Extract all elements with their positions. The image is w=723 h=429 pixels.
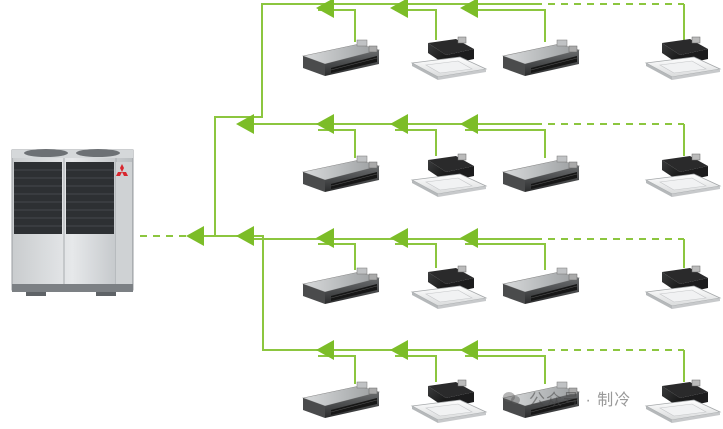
cassette-indoor-unit bbox=[411, 153, 487, 198]
outdoor-unit bbox=[11, 149, 134, 296]
branch-arrow bbox=[390, 340, 408, 360]
cassette-indoor-unit bbox=[645, 265, 721, 310]
branch-arrow bbox=[316, 0, 334, 18]
branch-row-1 bbox=[262, 0, 721, 81]
mitsubishi-logo-icon bbox=[116, 164, 128, 176]
watermark-text: 公众号 · 制冷 bbox=[529, 392, 632, 409]
cassette-indoor-unit bbox=[411, 36, 487, 81]
branch-arrow bbox=[460, 228, 478, 248]
ducted-indoor-unit bbox=[502, 39, 580, 77]
branch-arrow bbox=[460, 114, 478, 134]
ducted-indoor-unit bbox=[302, 39, 380, 77]
cassette-indoor-unit bbox=[411, 265, 487, 310]
branch-row-2 bbox=[262, 114, 721, 198]
branch-arrow bbox=[460, 340, 478, 360]
branch-arrow bbox=[316, 114, 334, 134]
branch-row-4 bbox=[262, 340, 721, 424]
branch-arrow bbox=[236, 226, 254, 246]
ducted-indoor-unit bbox=[502, 267, 580, 305]
cassette-indoor-unit bbox=[645, 36, 721, 81]
branch-arrow bbox=[236, 114, 254, 134]
cassette-indoor-unit bbox=[645, 379, 721, 424]
ducted-indoor-unit bbox=[302, 155, 380, 193]
branch-arrow bbox=[316, 340, 334, 360]
branch-arrow bbox=[390, 0, 408, 18]
branch-arrow bbox=[390, 228, 408, 248]
ducted-indoor-unit bbox=[302, 267, 380, 305]
branch-arrow bbox=[316, 228, 334, 248]
branch-arrow bbox=[186, 226, 204, 246]
ducted-indoor-unit bbox=[502, 155, 580, 193]
main-branch-arrows bbox=[186, 114, 254, 246]
wechat-icon bbox=[503, 391, 521, 405]
branch-arrow bbox=[460, 0, 478, 18]
branch-arrow bbox=[390, 114, 408, 134]
cassette-indoor-unit bbox=[411, 379, 487, 424]
cassette-indoor-unit bbox=[645, 153, 721, 198]
watermark: 公众号 · 制冷 bbox=[503, 384, 631, 412]
branch-row-3 bbox=[262, 228, 721, 310]
ducted-indoor-unit bbox=[302, 381, 380, 419]
